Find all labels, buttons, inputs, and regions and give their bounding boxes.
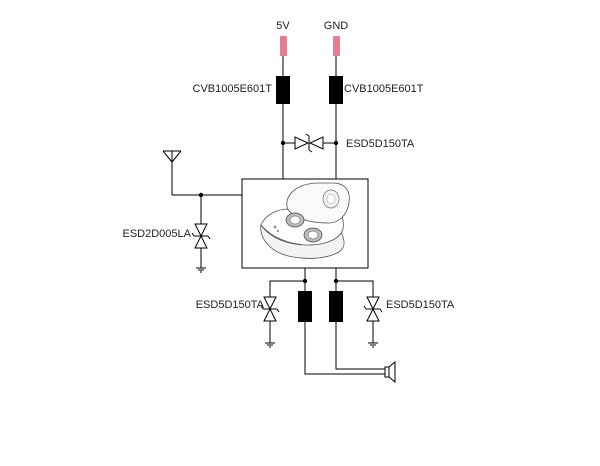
esd-top-label: ESD5D150TA [346, 138, 415, 150]
esd-bl-lead [269, 280, 305, 297]
esd-bottom-right-label: ESD5D150TA [386, 299, 455, 311]
ground-symbol [265, 342, 275, 348]
ferrite-bead-bottom-left [298, 291, 312, 322]
esd-top-diode [294, 133, 324, 153]
gnd-label: GND [324, 20, 349, 32]
ground-symbol [196, 267, 206, 273]
gnd-pin [333, 36, 340, 56]
antenna-icon [162, 150, 182, 195]
esd-antenna-label: ESD2D005LA [123, 228, 192, 240]
vcc-pin [280, 36, 287, 56]
ferrite-bead-bottom-right [329, 291, 343, 322]
esd-bottom-left-label: ESD5D150TA [196, 299, 265, 311]
speaker-lead-1 [304, 322, 385, 375]
vcc-label: 5V [276, 20, 290, 32]
earbuds-case-image [260, 182, 350, 259]
ferrite-right-label: CVB1005E601T [344, 83, 424, 95]
junction-dot [280, 140, 286, 146]
speaker-lead-2 [335, 322, 385, 370]
esd-bottom-right-diode [363, 296, 383, 322]
ground-symbol [368, 342, 378, 348]
ferrite-bead-left [276, 76, 290, 104]
speaker-icon [384, 360, 396, 384]
junction-dot [333, 140, 339, 146]
ferrite-left-label: CVB1005E601T [193, 83, 273, 95]
esd-antenna-diode [191, 223, 211, 249]
ferrite-bead-right [329, 76, 343, 104]
esd-br-lead [336, 280, 374, 297]
esd-bottom-left-diode [260, 296, 280, 322]
